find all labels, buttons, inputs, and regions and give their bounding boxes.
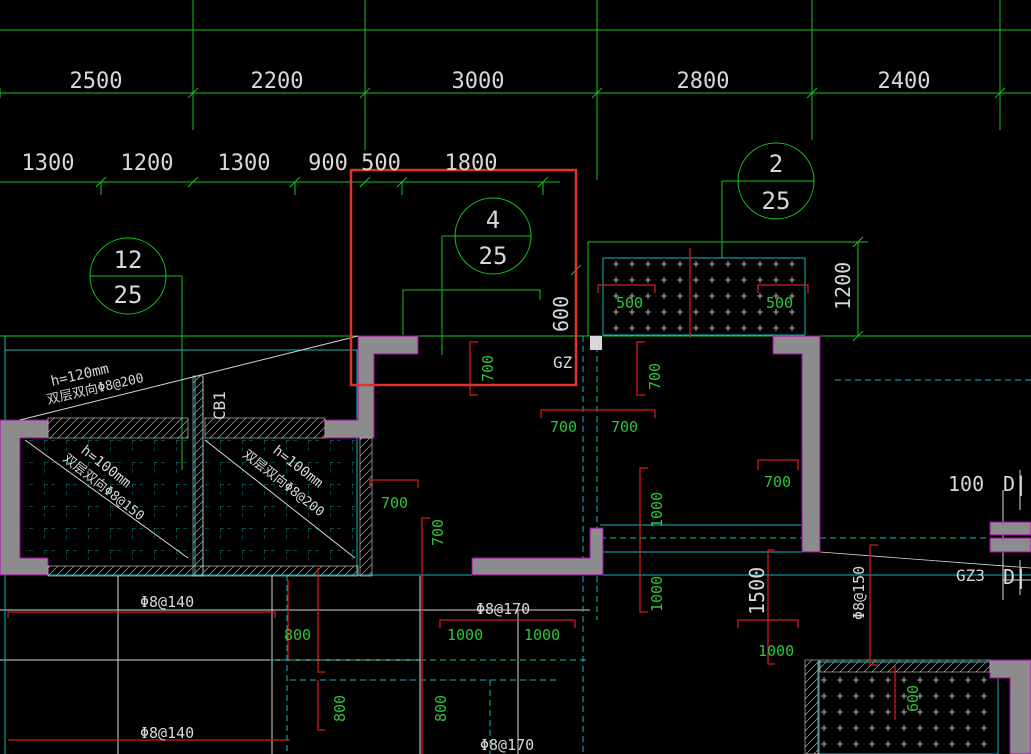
marker-2-number: 2	[769, 150, 783, 178]
dim-top-2: 2200	[251, 69, 304, 94]
rebar-spec-3: Φ8@140	[140, 724, 194, 742]
dim-top-5: 2400	[878, 69, 931, 94]
marker-12-sheet: 25	[114, 281, 143, 309]
label-d-lower: D|	[1003, 565, 1027, 589]
len-box-right: 500	[766, 294, 793, 312]
len-v1000a: 1000	[648, 492, 666, 528]
beam-hatch	[47, 375, 991, 754]
marker-4-number: 4	[486, 206, 500, 234]
dim-100: 100	[948, 472, 984, 496]
dim-1500: 1500	[745, 567, 769, 615]
len-box-left: 500	[616, 294, 643, 312]
dim-second-4: 900	[308, 151, 348, 176]
len-h700a: 700	[550, 418, 577, 436]
len-v700c: 700	[381, 494, 408, 512]
rebar-lines	[7, 248, 896, 754]
len-h1000a: 1000	[447, 626, 483, 644]
dim-second-5: 500	[361, 151, 401, 176]
dim-top-1: 2500	[70, 69, 123, 94]
highlight-box[interactable]	[349, 168, 578, 387]
marker-2-sheet: 25	[762, 187, 791, 215]
label-d-upper: D|	[1003, 472, 1027, 496]
rebar-spec-1: Φ8@140	[140, 593, 194, 611]
dim-second-6: 1800	[445, 151, 498, 176]
rebar-specs: Φ8@140 Φ8@170 Φ8@140 Φ8@170 Φ8@150	[140, 566, 868, 754]
labels: CB1 GZ GZ3 600 1200 1500 100 D| D|	[210, 262, 1027, 615]
marker-12-number: 12	[114, 246, 143, 274]
len-v700d: 700	[429, 519, 447, 546]
rebar-lengths: 500 500 700 700 700 700 700 700 700 1000…	[284, 294, 922, 722]
label-gz: GZ	[553, 353, 573, 372]
rebar-spec-5: Φ8@150	[850, 566, 868, 620]
len-v1000b: 1000	[648, 576, 666, 612]
dim-600: 600	[549, 296, 573, 332]
len-gz-700: 700	[479, 355, 497, 382]
len-v600: 600	[904, 685, 922, 712]
slab-hatch	[603, 258, 996, 754]
dim-top-3: 3000	[452, 69, 505, 94]
detail-marker-4	[454, 197, 532, 275]
len-h700b: 700	[611, 418, 638, 436]
len-h1000c: 1000	[758, 642, 794, 660]
len-v800c: 800	[432, 695, 450, 722]
top-dimensions: 2500 2200 3000 2800 2400	[70, 69, 931, 94]
len-v700b: 700	[764, 473, 791, 491]
marker-texts: 12 25 4 25 2 25	[114, 150, 791, 309]
len-v800b: 800	[331, 695, 349, 722]
walls	[0, 335, 1031, 754]
rebar-spec-2: Φ8@170	[476, 600, 530, 618]
len-h1000b: 1000	[524, 626, 560, 644]
dim-second-3: 1300	[218, 151, 271, 176]
dim-second-2: 1200	[121, 151, 174, 176]
dim-top-4: 2800	[677, 69, 730, 94]
marker-4-sheet: 25	[479, 242, 508, 270]
detail-marker-2	[737, 142, 815, 220]
label-cb1: CB1	[210, 391, 229, 420]
label-gz3: GZ3	[956, 566, 985, 585]
slab-diagonals	[19, 335, 359, 559]
detail-marker-12	[89, 237, 167, 315]
second-dimensions: 1300 1200 1300 900 500 1800	[22, 151, 498, 176]
dim-second-1: 1300	[22, 151, 75, 176]
len-v700a: 700	[646, 363, 664, 390]
rebar-spec-4: Φ8@170	[480, 736, 534, 754]
len-v800a: 800	[284, 626, 311, 644]
dim-1200: 1200	[831, 262, 855, 310]
